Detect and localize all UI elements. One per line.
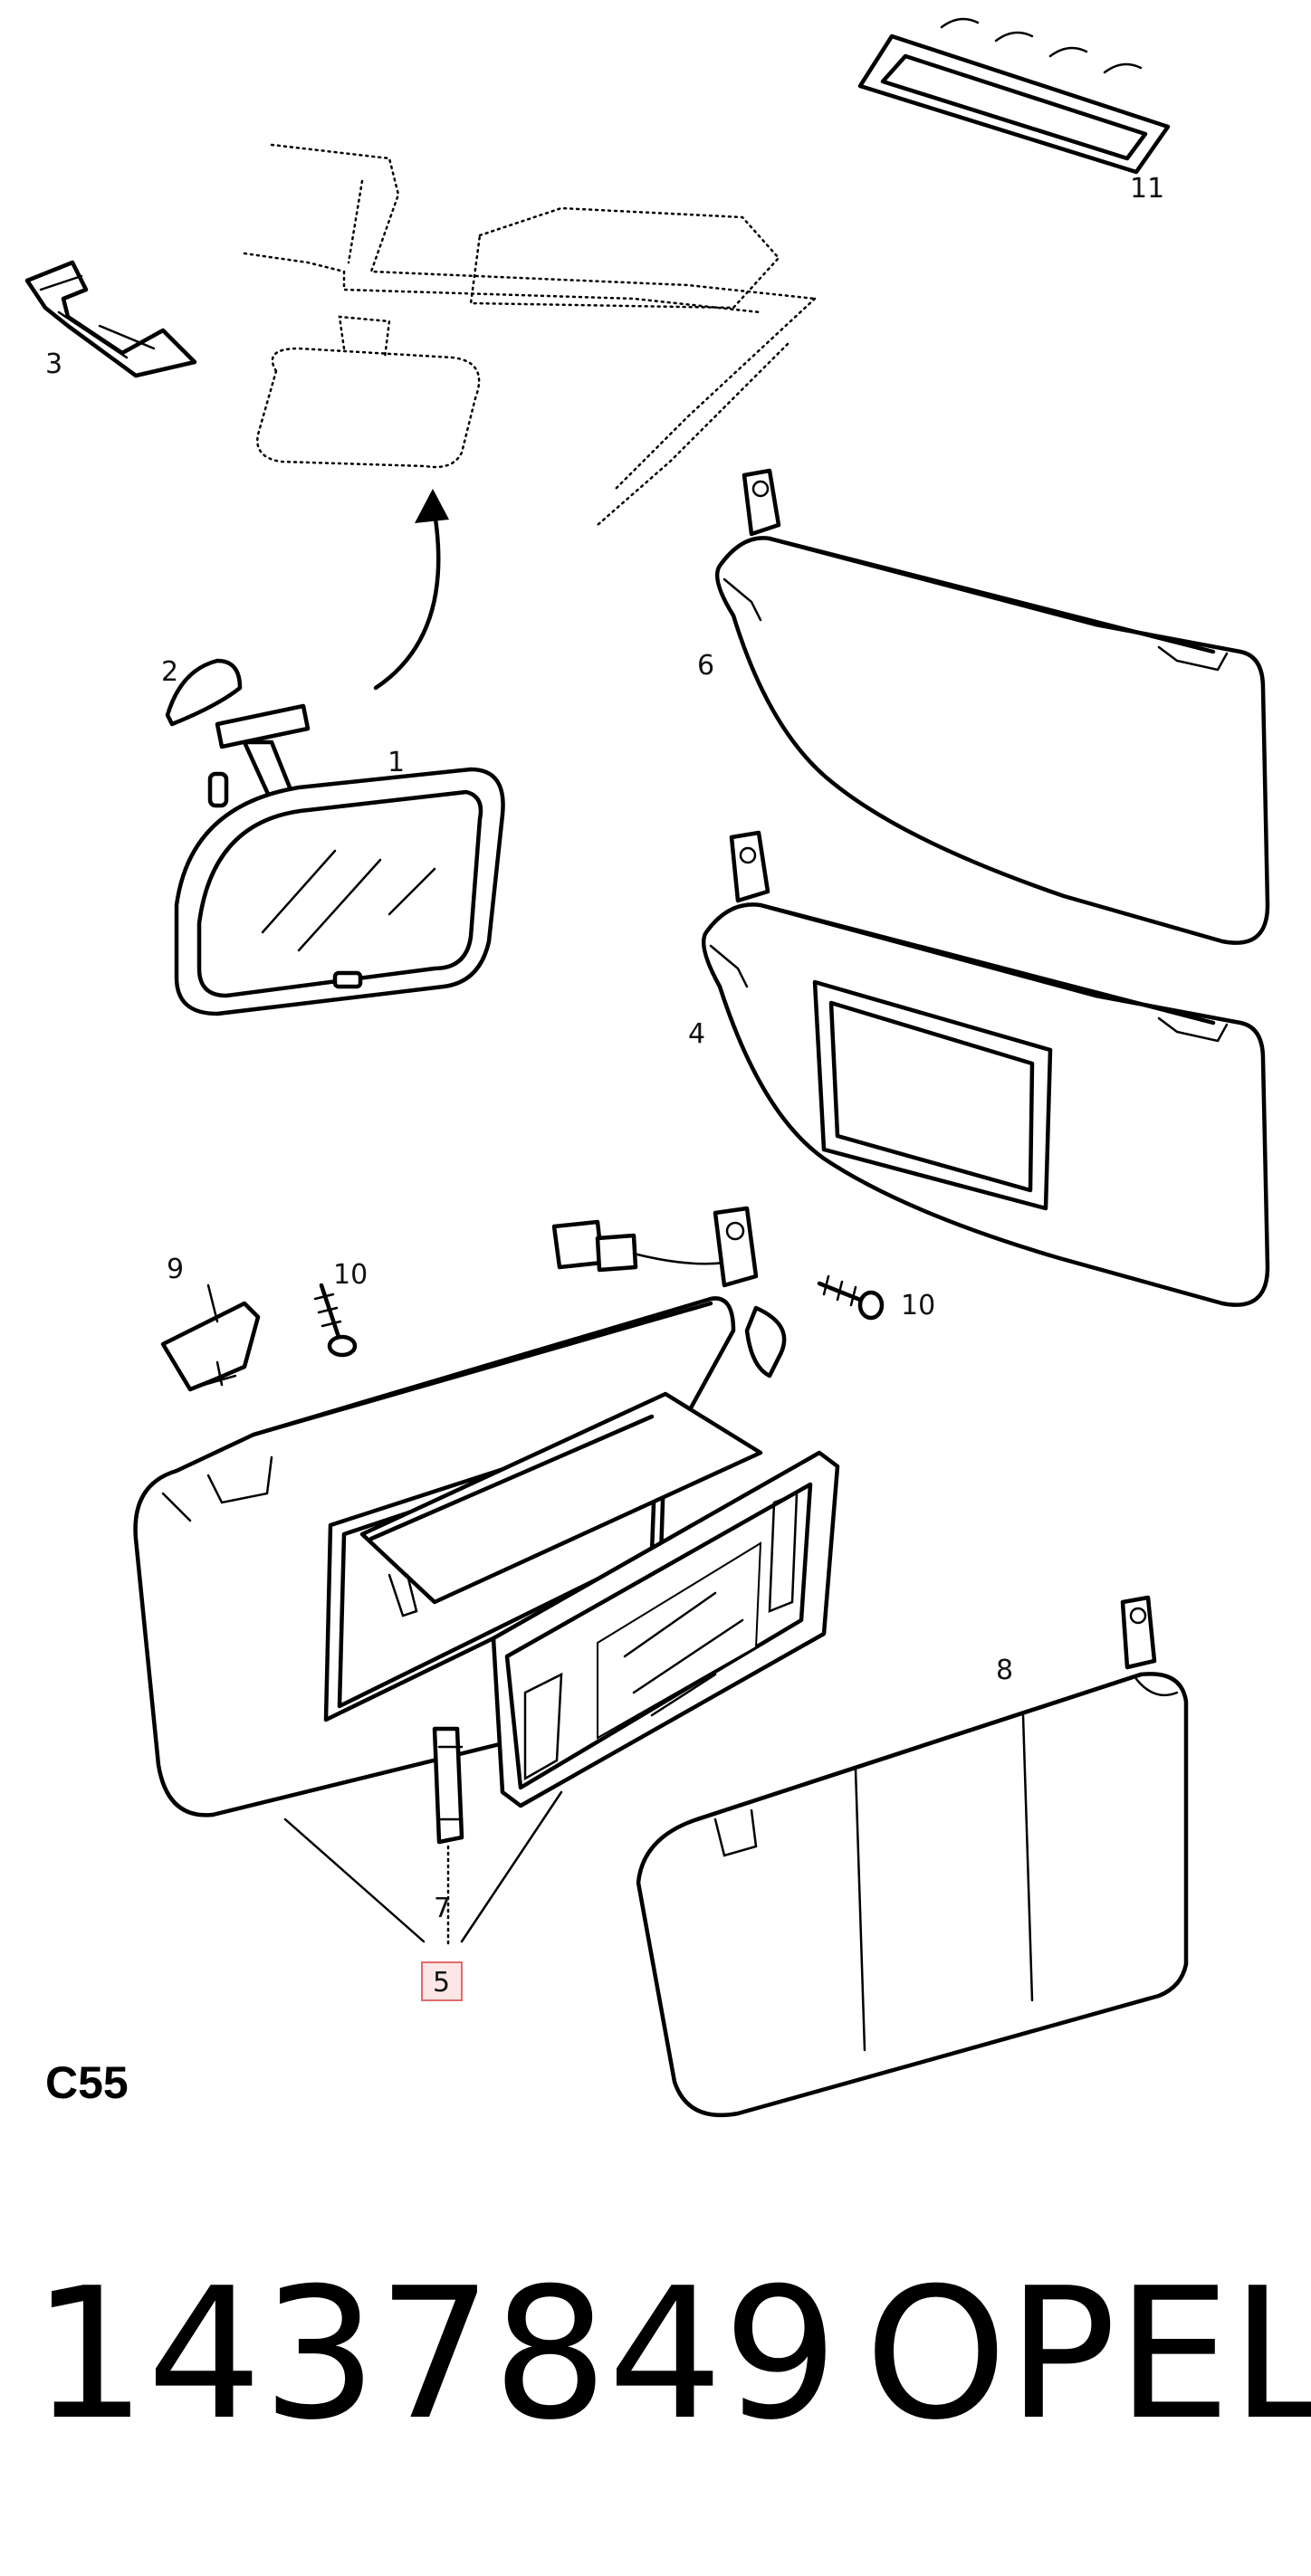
bulb-part-7[interactable]	[432, 1726, 464, 1948]
callout-4: 4	[688, 1018, 705, 1050]
cover-part-2[interactable]	[165, 658, 243, 727]
callout-9: 9	[167, 1254, 184, 1285]
callout-5-highlight	[421, 1961, 463, 2001]
hook-part-9[interactable]	[160, 1283, 261, 1392]
courtesy-lamp-part-11[interactable]	[857, 17, 1171, 175]
install-arrow	[373, 489, 449, 691]
diagram-code: C55	[45, 2057, 129, 2108]
connector-wire[interactable]	[551, 1219, 749, 1273]
roof-outline-dotted	[243, 143, 817, 527]
mirror-installed-dotted	[256, 315, 481, 469]
callout-8: 8	[996, 1655, 1013, 1686]
part-number: 1437849	[32, 2249, 838, 2460]
brand-name: OPEL	[865, 2249, 1311, 2460]
leader-lines-part-5	[283, 1790, 563, 1943]
callout-2: 2	[161, 656, 178, 688]
callout-5[interactable]: 5	[433, 1967, 450, 1999]
callout-3: 3	[45, 348, 62, 380]
callout-10-right: 10	[901, 1290, 935, 1321]
callout-7: 7	[434, 1893, 451, 1924]
callout-1: 1	[388, 747, 405, 778]
clip-part-3[interactable]	[24, 260, 197, 378]
illuminated-sun-visor-part-5[interactable]	[133, 1206, 840, 1818]
callout-11: 11	[1130, 173, 1164, 205]
screw-part-10-left[interactable]	[313, 1283, 358, 1358]
callout-10-left: 10	[333, 1259, 368, 1291]
sun-visor-part-8[interactable]	[636, 1595, 1189, 2118]
rear-view-mirror-part-1[interactable]	[174, 703, 505, 1016]
callout-6: 6	[697, 650, 714, 682]
sun-visor-part-6[interactable]	[714, 468, 1270, 945]
sun-visor-mirror-part-4[interactable]	[701, 830, 1270, 1307]
screw-part-10-right[interactable]	[817, 1274, 885, 1321]
